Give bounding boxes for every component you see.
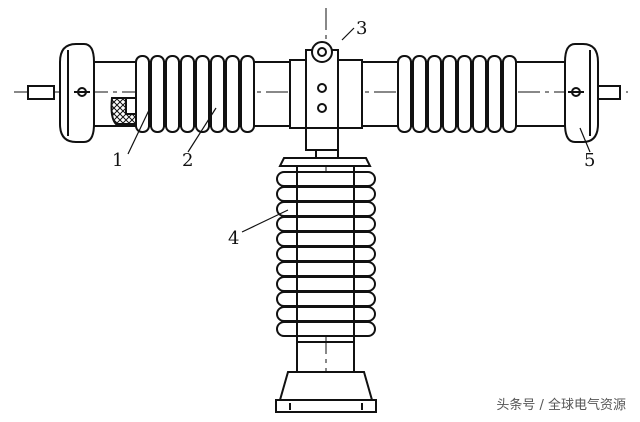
- insulator-shed: [276, 171, 376, 187]
- insulator-shed: [276, 291, 376, 307]
- insulator-shed: [276, 276, 376, 292]
- shed: [135, 55, 150, 133]
- left-end-flange: [59, 43, 95, 143]
- shed: [427, 55, 442, 133]
- center-clamp: [289, 41, 363, 151]
- left-shaft: [27, 85, 55, 100]
- insulator-shed: [276, 186, 376, 202]
- insulator-shed: [276, 201, 376, 217]
- shed: [225, 55, 240, 133]
- insulator-shed: [276, 321, 376, 337]
- insulator-shed: [276, 246, 376, 262]
- shed: [165, 55, 180, 133]
- shed: [412, 55, 427, 133]
- leader-lines: [127, 27, 591, 233]
- insulator-core: [296, 165, 355, 343]
- insulator-shed: [276, 231, 376, 247]
- insulator-shed: [276, 261, 376, 277]
- shed: [442, 55, 457, 133]
- shed: [397, 55, 412, 133]
- shed: [210, 55, 225, 133]
- right-bellows: [397, 55, 517, 133]
- shed: [457, 55, 472, 133]
- insulator-shed: [276, 216, 376, 232]
- label-5: 5: [584, 150, 595, 171]
- shed: [180, 55, 195, 133]
- left-bellows: [135, 55, 255, 133]
- label-1: 1: [112, 150, 123, 171]
- insulator-shed: [276, 306, 376, 322]
- right-end-flange: [564, 43, 599, 143]
- label-4: 4: [228, 228, 239, 249]
- label-2: 2: [182, 150, 193, 171]
- shed: [487, 55, 502, 133]
- support-insulator: [275, 149, 377, 413]
- shed: [150, 55, 165, 133]
- watermark-text: 头条号 / 全球电气资源: [492, 393, 630, 414]
- shed: [240, 55, 255, 133]
- shed: [502, 55, 517, 133]
- shed: [195, 55, 210, 133]
- right-shaft: [597, 85, 621, 100]
- shed: [472, 55, 487, 133]
- label-3: 3: [356, 18, 367, 39]
